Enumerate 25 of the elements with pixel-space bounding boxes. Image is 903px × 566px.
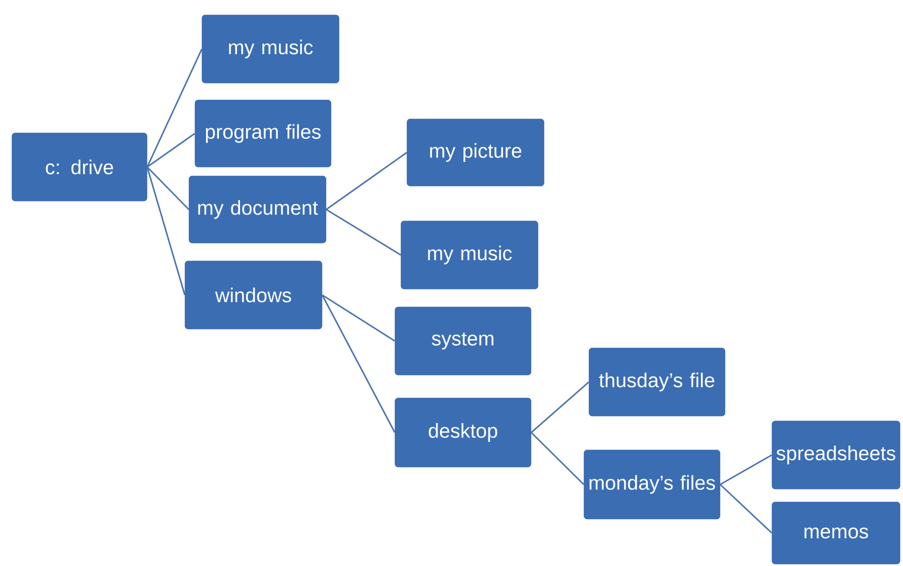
- folder-box: c: drive: [12, 132, 148, 202]
- folder-box: my music: [202, 14, 340, 84]
- connector-line: [146, 166, 190, 210]
- connector-line: [146, 166, 186, 296]
- folder-box: thusday’s file: [588, 348, 726, 416]
- connector-line: [720, 484, 772, 534]
- folder-box: my picture: [406, 118, 544, 186]
- connector-line: [326, 208, 402, 256]
- connector-line: [146, 132, 196, 168]
- connector-line: [146, 48, 202, 168]
- folder-box: program files: [194, 100, 332, 168]
- folder-box: windows: [184, 260, 322, 330]
- connector-line: [530, 432, 584, 486]
- folder-box: desktop: [394, 398, 532, 468]
- folder-box: my document: [188, 176, 326, 244]
- folder-box: my music: [400, 220, 538, 290]
- folder-box: memos: [772, 502, 900, 564]
- connector-line: [322, 294, 396, 433]
- folder-box: monday’s files: [584, 450, 720, 520]
- connector-line: [530, 381, 590, 434]
- folder-box: system: [394, 306, 532, 376]
- connector-line: [322, 294, 396, 342]
- connector-line: [720, 454, 772, 486]
- folder-box: spreadsheets: [772, 420, 900, 490]
- connector-line: [326, 152, 408, 210]
